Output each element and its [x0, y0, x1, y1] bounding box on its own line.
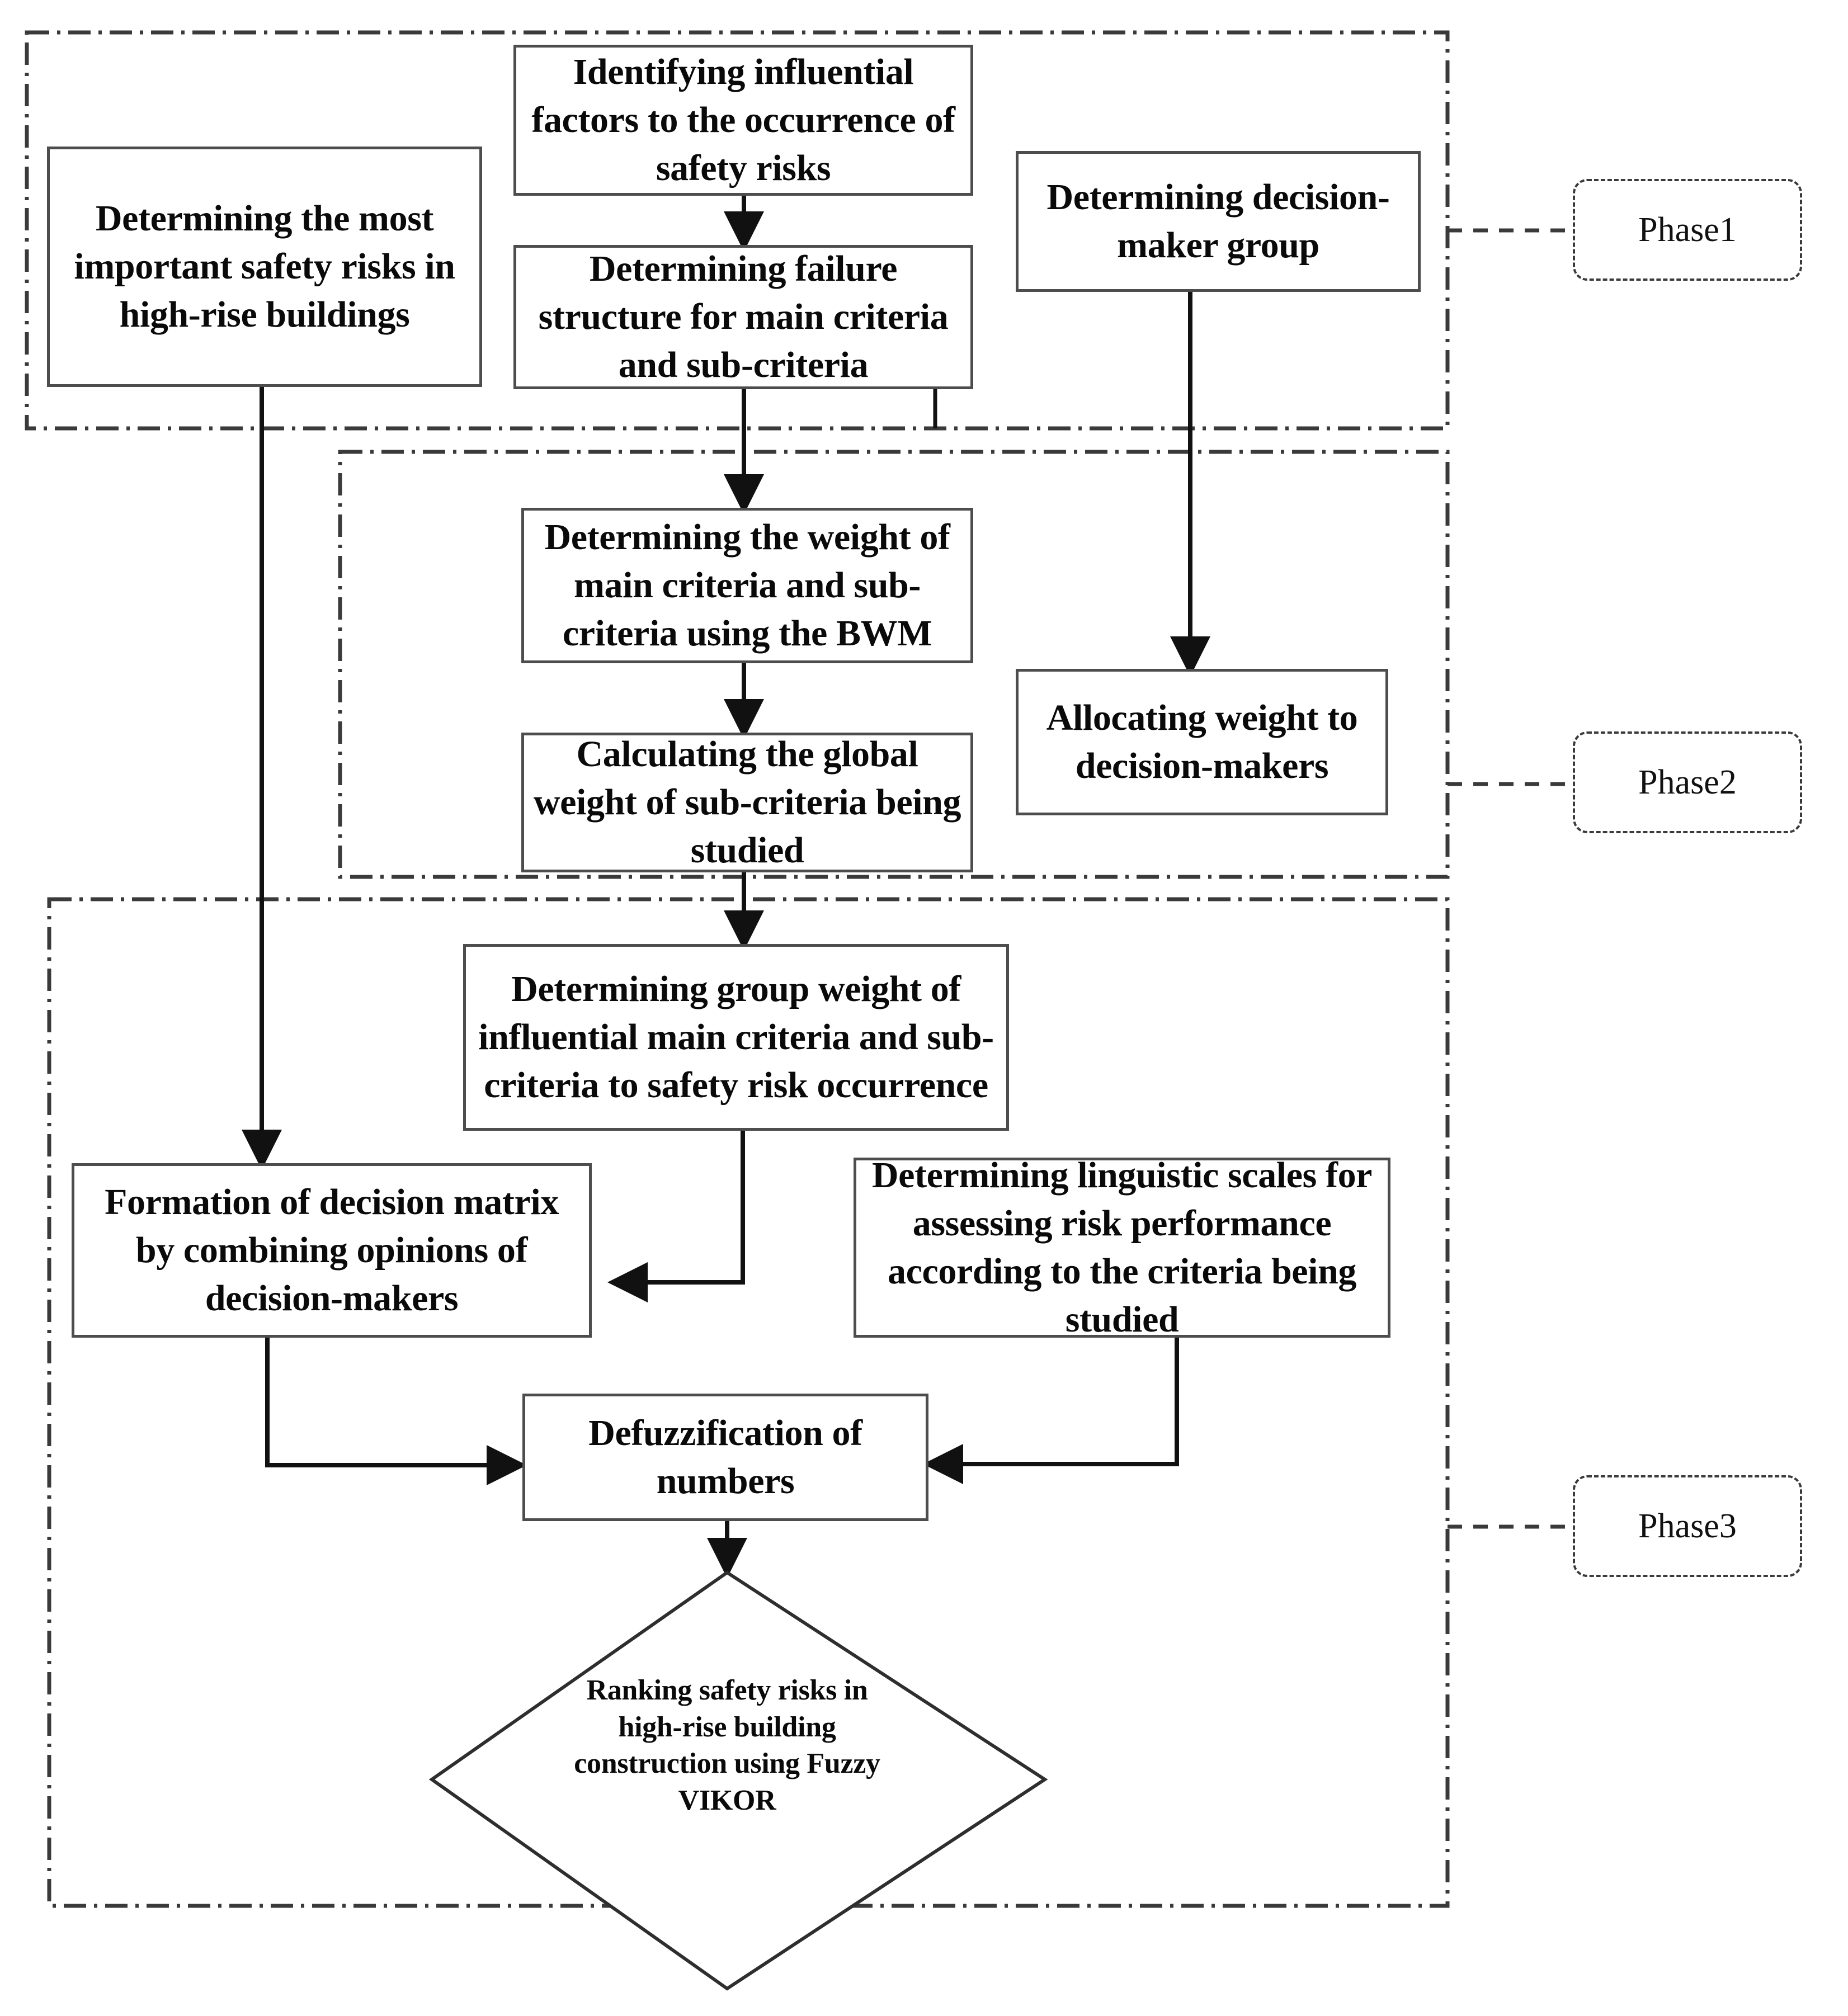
phase-tag-label: Phase3 [1638, 1507, 1737, 1545]
node-failure-structure[interactable]: Determining failure structure for main c… [513, 245, 973, 389]
node-label: Calculating the global weight of sub-cri… [533, 734, 961, 871]
phase-tag-phase1[interactable]: Phase1 [1573, 179, 1802, 281]
node-label: Determining the most important safety ri… [74, 198, 455, 335]
node-most-important-risks[interactable]: Determining the most important safety ri… [47, 147, 482, 387]
node-label: Ranking safety risks in high-rise buildi… [574, 1674, 880, 1816]
phase2-region [338, 450, 1450, 879]
node-label: Allocating weight to decision-makers [1046, 697, 1358, 786]
node-weight-bwm[interactable]: Determining the weight of main criteria … [521, 508, 973, 663]
phase-tag-label: Phase2 [1638, 763, 1737, 801]
node-global-weight[interactable]: Calculating the global weight of sub-cri… [521, 733, 973, 872]
node-defuzzification[interactable]: Defuzzification of numbers [522, 1394, 928, 1521]
phase-tag-label: Phase1 [1638, 210, 1737, 249]
phase-tag-phase2[interactable]: Phase2 [1573, 731, 1802, 833]
node-linguistic-scales[interactable]: Determining linguistic scales for assess… [854, 1155, 1390, 1340]
node-decision-matrix[interactable]: Formation of decision matrix by combinin… [72, 1163, 592, 1338]
node-label: Defuzzification of numbers [588, 1413, 862, 1502]
edge-linguistic-to-defuzz [923, 1337, 1179, 1484]
node-label: Formation of decision matrix by combinin… [105, 1182, 559, 1319]
node-identify-factors[interactable]: Identifying influential factors to the o… [513, 45, 973, 196]
ranking-diamond-shape [428, 1570, 1048, 1991]
node-decision-maker-group[interactable]: Determining decision-maker group [1016, 151, 1421, 292]
node-allocate-weight[interactable]: Allocating weight to decision-makers [1016, 669, 1388, 815]
node-label: Determining linguistic scales for assess… [871, 1155, 1373, 1340]
edge-groupweight-to-matrix [607, 1130, 745, 1302]
node-label: Determining decision-maker group [1046, 177, 1390, 266]
phase-tag-phase3[interactable]: Phase3 [1573, 1475, 1802, 1577]
node-label: Identifying influential factors to the o… [531, 51, 955, 188]
node-group-weight[interactable]: Determining group weight of influential … [463, 944, 1009, 1131]
node-label: Determining the weight of main criteria … [544, 517, 950, 654]
node-label: Determining failure structure for main c… [538, 248, 949, 385]
node-ranking-vikor[interactable]: Ranking safety risks in high-rise buildi… [565, 1672, 889, 1819]
edge-matrix-to-defuzz [265, 1337, 527, 1485]
node-label: Determining group weight of influential … [478, 969, 994, 1106]
